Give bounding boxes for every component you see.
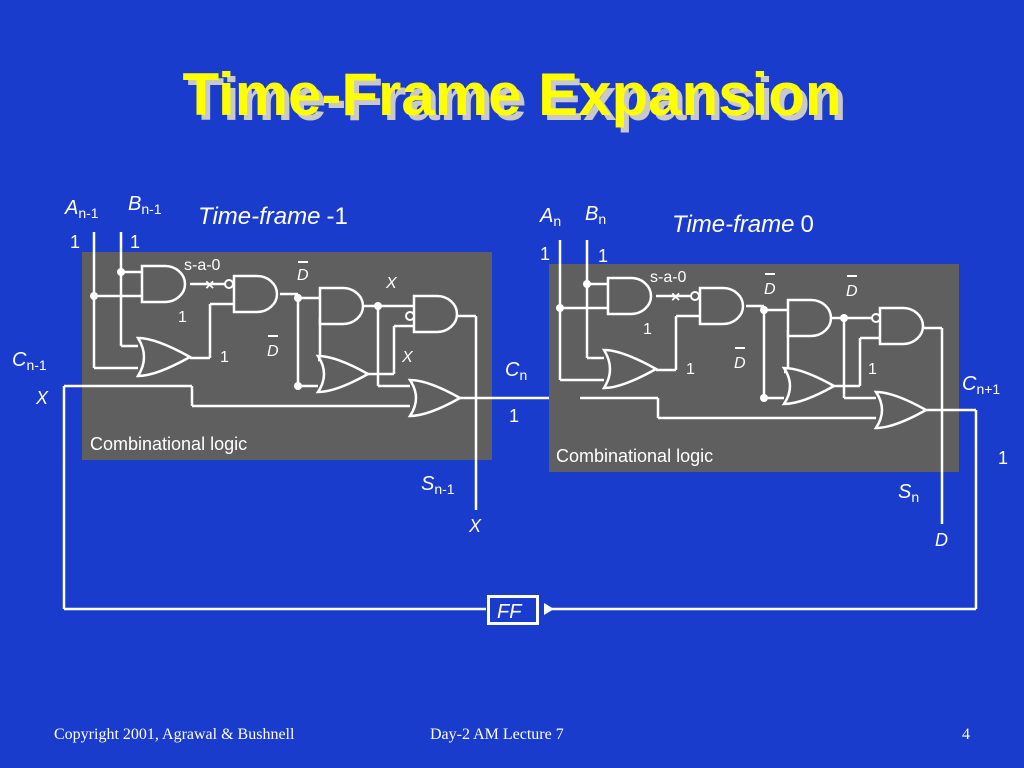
junctions-right	[556, 280, 848, 402]
carry-in-label-right: Cn	[505, 359, 527, 383]
fault-cross-left: ×	[205, 277, 214, 294]
input-an-label: An	[539, 205, 561, 229]
gates-right	[601, 276, 929, 430]
combinational-label-left: Combinational logic	[90, 434, 247, 454]
carry-in-label-left: Cn-1	[12, 349, 47, 373]
or-gate-1-right	[601, 348, 659, 390]
or-gate-1-left	[135, 336, 193, 378]
or-gate-2-right	[781, 366, 837, 406]
or2-value-left: D	[267, 343, 279, 360]
sum-label-right: Sn	[898, 481, 919, 505]
carry-in-value-left: X	[35, 388, 49, 408]
or2-value-right: D	[734, 355, 746, 372]
or1-value-left: 1	[220, 349, 229, 366]
or-gate-3-right	[873, 390, 929, 430]
input-bn-value: 1	[598, 246, 608, 266]
or1-value-right: 1	[686, 361, 695, 378]
and-gate-4-right	[878, 306, 925, 346]
input-b-value: 1	[130, 232, 140, 252]
slide-title: Time-Frame Expansion	[182, 61, 842, 128]
fault-cross-right: ×	[671, 289, 680, 306]
time-frame-minus-1: Combinational logic An-1 Bn-1 1 1 Time-f…	[12, 193, 580, 609]
fault-label-left: s-a-0	[184, 257, 221, 274]
carry-out-label: Cn+1	[962, 373, 1000, 397]
input-an-value: 1	[540, 244, 550, 264]
or2-in-value-left: X	[401, 349, 414, 366]
sum-value-left: X	[468, 516, 482, 536]
ff-label: FF	[497, 601, 523, 623]
and-gate-2-left	[232, 274, 279, 314]
or-gate-2-left	[315, 354, 371, 394]
sum-label-left: Sn-1	[421, 473, 455, 497]
footer-page-number: 4	[962, 726, 970, 743]
ff-input-arrow	[544, 603, 554, 615]
fault-label-right: s-a-0	[650, 269, 687, 286]
and3-value-left: X	[385, 275, 398, 292]
time-frame-0: Combinational logic An Bn 1 1 Time-frame…	[64, 203, 1008, 615]
gates-left	[135, 264, 463, 418]
and1-value-left: 1	[178, 309, 187, 326]
inverter-bubble-right	[871, 313, 881, 323]
combinational-label-right: Combinational logic	[556, 446, 713, 466]
and3-value-right: D	[846, 283, 858, 300]
and-gate-1-left	[140, 264, 187, 304]
and-gate-1-right	[606, 276, 653, 316]
and-gate-2-right	[698, 286, 745, 326]
time-frame-caption-left: Time-frame-1	[198, 203, 348, 230]
wires-right	[64, 240, 978, 611]
and1-value-right: 1	[643, 321, 652, 338]
input-bn-label: Bn	[585, 203, 606, 227]
ff-box-inner	[490, 598, 536, 622]
inverter-bubble-left	[405, 311, 415, 321]
input-b-label: Bn-1	[128, 193, 162, 217]
junctions-left	[90, 268, 382, 390]
flip-flop: FF	[487, 595, 539, 625]
footer-copyright: Copyright 2001, Agrawal & Bushnell	[54, 726, 295, 743]
fault-bubble-right	[690, 291, 700, 301]
or-gate-3-left	[407, 378, 463, 418]
and-gate-4-left	[412, 294, 459, 334]
input-a-label: An-1	[64, 197, 99, 221]
sum-value-right: D	[935, 530, 948, 550]
and2-value-left: D	[297, 267, 309, 284]
carry-between-value: 1	[509, 406, 519, 426]
and2-value-right: D	[764, 281, 776, 298]
slide-title-shadow: Time-Frame Expansion	[187, 66, 847, 133]
input-a-value: 1	[70, 232, 80, 252]
title-block: Time-Frame Expansion Time-Frame Expansio…	[0, 60, 1024, 140]
fault-bubble-left	[224, 279, 234, 289]
or2-right-value: 1	[868, 361, 877, 378]
and-gate-3-right	[786, 298, 833, 338]
carry-out-value: 1	[998, 448, 1008, 468]
footer-lecture: Day-2 AM Lecture 7	[430, 726, 564, 743]
and-gate-3-left	[318, 286, 365, 326]
